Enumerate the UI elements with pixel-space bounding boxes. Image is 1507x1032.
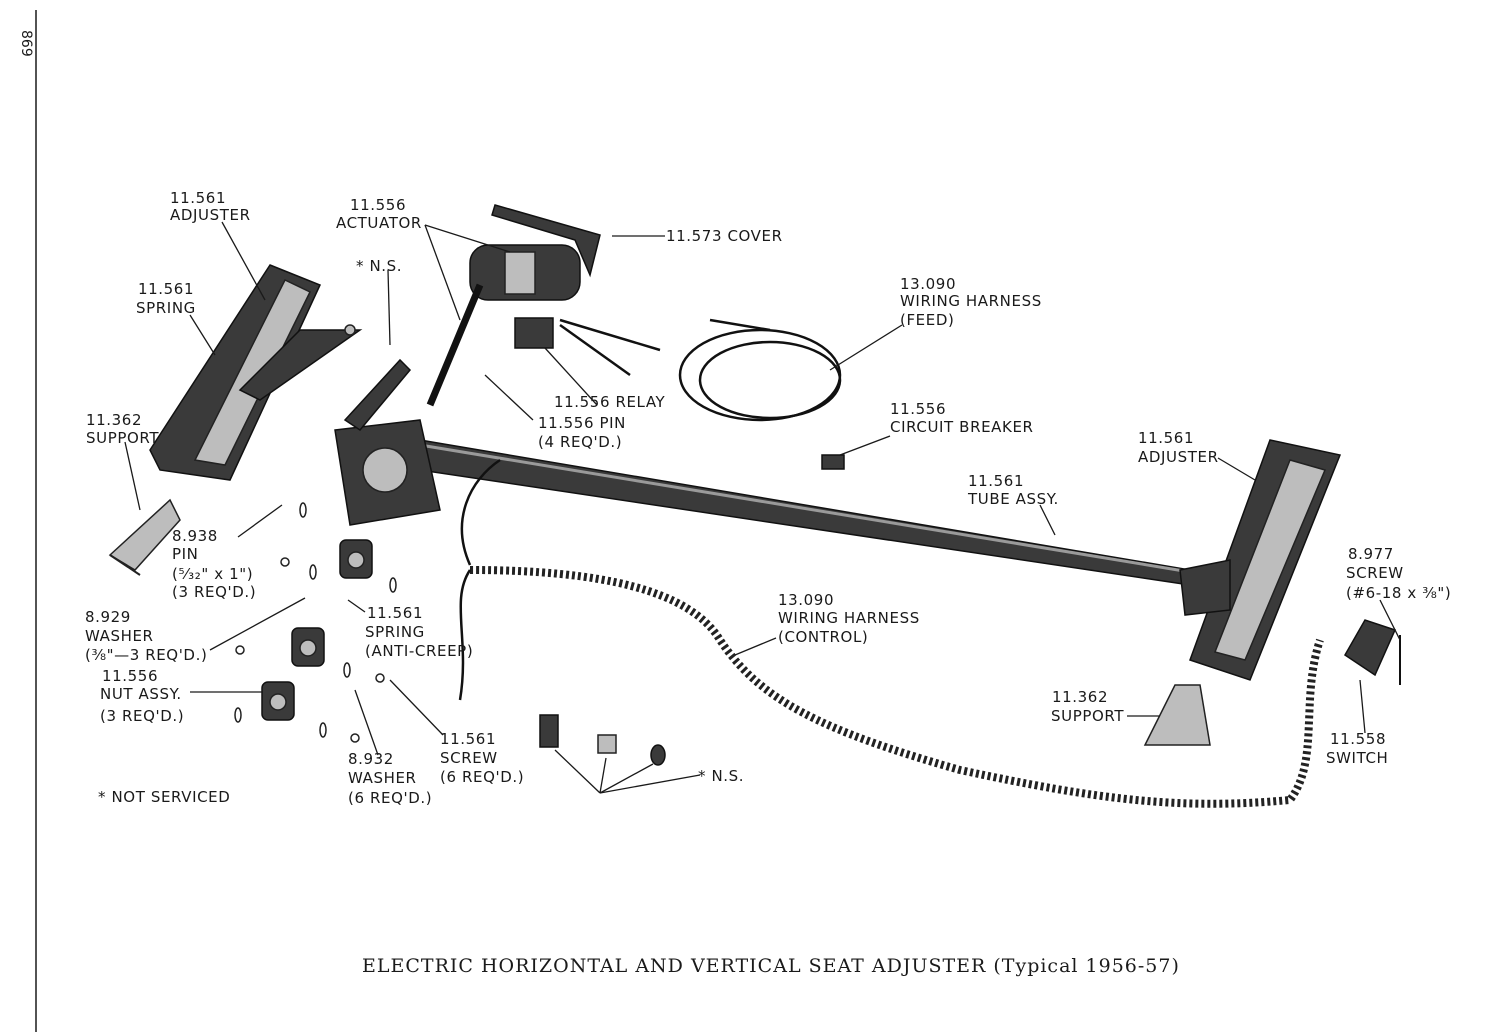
harness-lead-wire	[458, 458, 501, 701]
svg-text:(FEED): (FEED)	[900, 311, 954, 329]
control-harness-part	[469, 566, 1324, 808]
svg-text:11.556 PIN: 11.556 PIN	[538, 414, 626, 432]
svg-text:8.977: 8.977	[1348, 545, 1394, 563]
switch-part	[1344, 619, 1401, 685]
label-wiring-harness-feed: 13.090 WIRING HARNESS (FEED)	[900, 275, 1042, 329]
label-support-left: 11.362 SUPPORT	[86, 411, 159, 447]
left-support-part	[108, 498, 181, 576]
label-pin-small: 8.938 PIN (⁵⁄₃₂" x 1") (3 REQ'D.)	[172, 527, 256, 601]
svg-text:(ANTI-CREEP): (ANTI-CREEP)	[365, 642, 473, 660]
svg-text:(4 REQ'D.): (4 REQ'D.)	[538, 433, 622, 451]
svg-text:8.932: 8.932	[348, 750, 394, 768]
svg-text:SUPPORT: SUPPORT	[1051, 707, 1124, 725]
svg-text:8.929: 8.929	[85, 608, 131, 626]
right-support-part	[1143, 684, 1211, 746]
svg-text:PIN: PIN	[172, 545, 199, 563]
svg-text:TUBE ASSY.: TUBE ASSY.	[967, 490, 1059, 508]
svg-text:SCREW: SCREW	[440, 749, 498, 767]
svg-text:SCREW: SCREW	[1346, 564, 1404, 582]
svg-text:11.561: 11.561	[440, 730, 496, 748]
svg-text:NUT ASSY.: NUT ASSY.	[100, 685, 182, 703]
svg-text:11.556: 11.556	[102, 667, 158, 685]
svg-text:(3 REQ'D.): (3 REQ'D.)	[100, 707, 184, 725]
svg-text:ADJUSTER: ADJUSTER	[170, 206, 251, 224]
svg-text:(6 REQ'D.): (6 REQ'D.)	[440, 768, 524, 786]
relay-part	[514, 317, 661, 377]
svg-text:13.090: 13.090	[900, 275, 956, 293]
svg-text:SUPPORT: SUPPORT	[86, 429, 159, 447]
label-ns-top: * N.S.	[356, 257, 402, 275]
svg-text:11.561: 11.561	[968, 472, 1024, 490]
svg-text:WIRING HARNESS: WIRING HARNESS	[778, 609, 920, 627]
label-cover: 11.573 COVER	[666, 227, 783, 245]
svg-text:11.556: 11.556	[350, 196, 406, 214]
small-hardware	[234, 502, 397, 743]
svg-text:WASHER: WASHER	[85, 627, 154, 645]
label-ns-bottom: * N.S.	[698, 767, 744, 785]
left-adjuster-part	[149, 264, 363, 481]
svg-text:8.938: 8.938	[172, 527, 218, 545]
svg-text:ADJUSTER: ADJUSTER	[1138, 448, 1219, 466]
svg-text:11.561: 11.561	[138, 280, 194, 298]
feed-harness-part	[678, 318, 842, 422]
label-circuit-breaker: 11.556 CIRCUIT BREAKER	[890, 400, 1034, 436]
label-relay: 11.556 RELAY	[554, 393, 666, 411]
svg-text:11.556: 11.556	[890, 400, 946, 418]
svg-text:11.561: 11.561	[170, 189, 226, 207]
svg-text:ACTUATOR: ACTUATOR	[336, 214, 422, 232]
circuit-breaker-part	[821, 454, 845, 470]
label-spring-anticreep: 11.561 SPRING (ANTI-CREEP)	[365, 604, 473, 660]
svg-text:(⁵⁄₃₂" x 1"): (⁵⁄₃₂" x 1")	[172, 565, 253, 583]
svg-text:SPRING: SPRING	[136, 299, 196, 317]
svg-text:WASHER: WASHER	[348, 769, 417, 787]
label-tube-assy: 11.561 TUBE ASSY.	[967, 472, 1059, 508]
svg-text:(⅜"—3 REQ'D.): (⅜"—3 REQ'D.)	[85, 646, 207, 664]
svg-text:11.558: 11.558	[1330, 730, 1386, 748]
svg-text:(CONTROL): (CONTROL)	[778, 628, 868, 646]
svg-text:CIRCUIT BREAKER: CIRCUIT BREAKER	[890, 418, 1034, 436]
svg-text:11.561: 11.561	[1138, 429, 1194, 447]
cover-part	[491, 204, 601, 278]
right-adjuster-part	[1179, 439, 1342, 681]
label-washer-left: 8.929 WASHER (⅜"—3 REQ'D.)	[85, 608, 207, 664]
svg-text:(#6-18 x ⅜"): (#6-18 x ⅜")	[1346, 584, 1451, 602]
label-screw-switch: 8.977 SCREW (#6-18 x ⅜")	[1346, 545, 1451, 602]
svg-text:(6 REQ'D.): (6 REQ'D.)	[348, 789, 432, 807]
nut-assembly-parts	[261, 539, 373, 721]
footnote: * NOT SERVICED	[98, 788, 230, 806]
label-wiring-harness-control: 13.090 WIRING HARNESS (CONTROL)	[778, 591, 920, 646]
tube-assembly-part	[419, 439, 1191, 586]
label-actuator: 11.556 ACTUATOR	[336, 196, 422, 232]
label-washer-bottom: 8.932 WASHER (6 REQ'D.)	[348, 750, 432, 807]
svg-text:11.561: 11.561	[367, 604, 423, 622]
gearbox-part	[334, 358, 441, 526]
label-pin-actuator: 11.556 PIN (4 REQ'D.)	[538, 414, 626, 451]
label-nut-assy: 11.556 NUT ASSY. (3 REQ'D.)	[100, 667, 184, 725]
svg-text:11.362: 11.362	[86, 411, 142, 429]
svg-text:(3 REQ'D.): (3 REQ'D.)	[172, 583, 256, 601]
svg-text:11.362: 11.362	[1052, 688, 1108, 706]
svg-text:SPRING: SPRING	[365, 623, 425, 641]
label-support-right: 11.362 SUPPORT	[1051, 688, 1124, 725]
svg-text:SWITCH: SWITCH	[1326, 749, 1388, 767]
label-screw-bottom: 11.561 SCREW (6 REQ'D.)	[440, 730, 524, 786]
actuator-part	[426, 244, 581, 407]
label-spring-left: 11.561 SPRING	[136, 280, 196, 317]
page-number: 869	[18, 30, 34, 57]
label-switch: 11.558 SWITCH	[1326, 730, 1388, 767]
not-serviced-small-parts	[539, 714, 666, 766]
label-adjuster-right: 11.561 ADJUSTER	[1138, 429, 1219, 466]
leader-lines	[124, 221, 1401, 794]
figure-caption: ELECTRIC HORIZONTAL AND VERTICAL SEAT AD…	[362, 955, 1180, 977]
svg-text:WIRING HARNESS: WIRING HARNESS	[900, 292, 1042, 310]
label-adjuster-left: 11.561 ADJUSTER	[170, 189, 251, 224]
svg-text:13.090: 13.090	[778, 591, 834, 609]
